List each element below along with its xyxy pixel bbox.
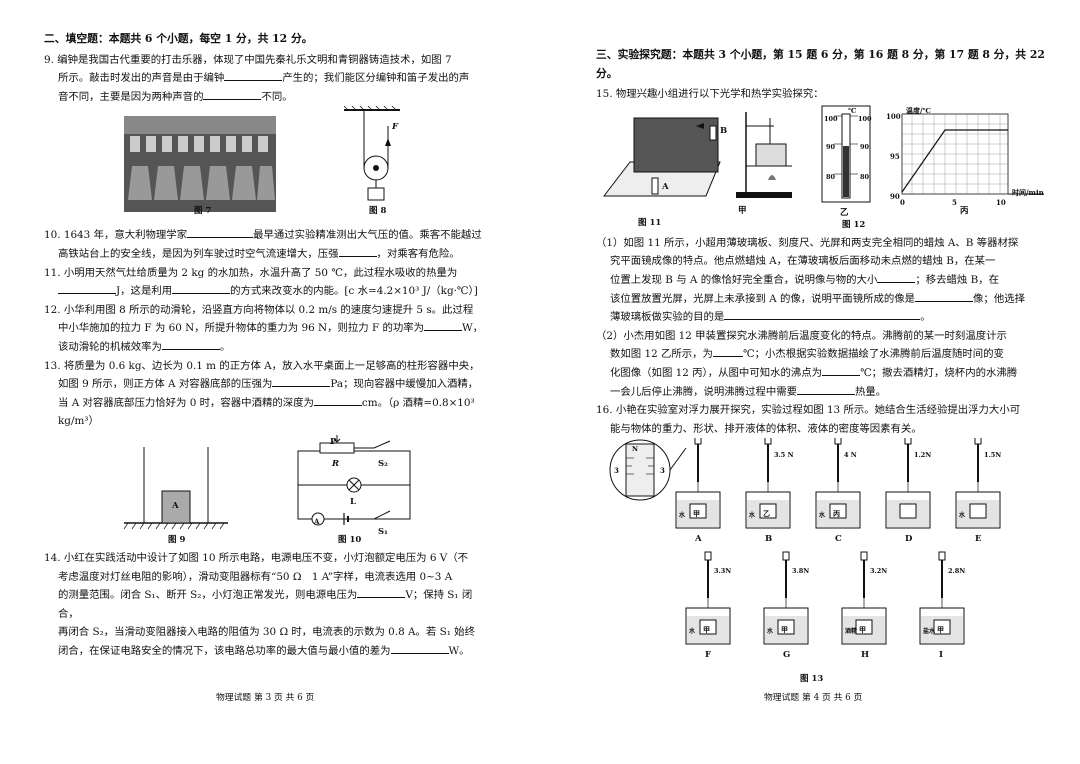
container-diagram [123, 446, 228, 530]
question-9: 9. 编钟是我国古代重要的打击乐器，体现了中国先秦礼乐文明和青铜器铸造技术，如图… [44, 53, 470, 103]
liquid-label: 酒精 [845, 628, 858, 636]
scale-reading: 2.8N [948, 567, 966, 576]
beaker-label: E [975, 534, 982, 545]
figures-11-12: A B ℃ 100 90 80 100 90 80 温度/℃ 100 95 90… [596, 104, 1048, 234]
boiling-apparatus [736, 111, 792, 198]
beaker-F [685, 551, 731, 645]
answer-blank[interactable] [822, 364, 861, 376]
answer-blank[interactable] [915, 290, 974, 302]
right-page: 三、实验探究题：本题共 3 个小题，第 15 题 6 分，第 16 题 8 分，… [596, 46, 1048, 688]
temperature-graph [901, 113, 1044, 195]
page-footer-left: 物理试题 第 3 页 共 6 页 [216, 693, 315, 703]
answer-blank[interactable] [712, 345, 743, 358]
page-footer-right: 物理试题 第 4 页 共 6 页 [764, 693, 863, 703]
answer-blank[interactable] [272, 375, 331, 388]
question-11: 11. 小明用天然气灶给质量为 2 kg 的水加热，水温升高了 50 ℃，此过程… [44, 266, 478, 298]
question-10: 10. 1643 年，意大利物理学家最早通过实验精准测出大气压的值。乘客不能越过… [44, 226, 492, 263]
buoyancy-experiment-drawing [609, 438, 1001, 645]
figures-9-10: A P R S₂ L A S₁ 图 9 图 10 [44, 431, 492, 549]
answer-blank[interactable] [313, 394, 362, 406]
liquid-label: 水 [749, 512, 756, 520]
answer-blank[interactable] [797, 383, 856, 395]
spring-scale-zoom [609, 439, 687, 501]
answer-blank[interactable] [338, 245, 377, 257]
question-15-part-2: （2）小杰用如图 12 甲装置探究水沸腾前后温度变化的特点。沸腾前的某一时刻温度… [596, 329, 1018, 398]
beaker-G [763, 551, 809, 645]
beaker-label: H [861, 650, 870, 661]
answer-blank[interactable] [187, 226, 254, 239]
scale-reading: 3.2N [870, 567, 888, 576]
beaker-label: I [939, 650, 943, 661]
section-heading-experiment: 三、实验探究题：本题共 3 个小题，第 15 题 6 分，第 16 题 8 分，… [596, 48, 1045, 80]
scale-reading: 3.8N [792, 567, 810, 576]
beaker-label: F [705, 650, 712, 661]
beaker-I [919, 551, 965, 645]
liquid-label: 水 [959, 512, 966, 520]
question-15-title: 15. 物理兴趣小组进行以下光学和热学实验探究： [596, 88, 824, 101]
scale-reading: 3.3N [714, 567, 732, 576]
scale-reading: 4 N [844, 451, 857, 460]
answer-blank[interactable] [203, 88, 262, 100]
left-page: 二、填空题：本题共 6 个小题，每空 1 分，共 12 分。 9. 编钟是我国古… [44, 30, 492, 660]
object-label: 甲 [781, 625, 788, 635]
liquid-label: 水 [689, 628, 696, 636]
answer-blank[interactable] [724, 308, 921, 321]
beaker-label: D [905, 534, 913, 545]
bianzhong-photo [124, 106, 400, 213]
liquid-label: 水 [819, 512, 826, 520]
section-heading-fill-in: 二、填空题：本题共 6 个小题，每空 1 分，共 12 分。 [44, 32, 313, 45]
beaker-D [885, 438, 931, 529]
scale-reading: 1.5N [984, 451, 1002, 460]
answer-blank[interactable] [172, 282, 231, 295]
thermometer-zoom [821, 105, 871, 203]
object-label: 甲 [703, 625, 710, 635]
beaker-E [955, 438, 1001, 529]
beaker-B [745, 438, 791, 529]
scale-reading: 1.2N [914, 451, 932, 460]
question-12: 12. 小华利用图 8 所示的动滑轮，沿竖直方向将物体以 0.2 m/s 的速度… [44, 303, 484, 353]
figures-7-8: F 图 7 图 8 [44, 106, 492, 234]
object-label: 乙 [763, 509, 770, 519]
question-14: 14. 小红在实践活动中设计了如图 10 所示电路，电源电压不变，小灯泡额定电压… [44, 551, 475, 657]
beaker-label: G [783, 650, 791, 661]
object-label: 甲 [937, 625, 944, 635]
answer-blank[interactable] [390, 642, 449, 654]
liquid-label: 水 [679, 512, 686, 520]
liquid-label: 盐水 [923, 628, 936, 636]
answer-blank[interactable] [224, 69, 283, 82]
answer-blank[interactable] [161, 338, 220, 350]
object-label: 甲 [693, 509, 700, 519]
answer-blank[interactable] [58, 282, 116, 295]
question-13: 13. 将质量为 0.6 kg、边长为 0.1 m 的正方体 A，放入水平桌面上… [44, 359, 480, 428]
beaker-C [815, 438, 861, 529]
scale-reading: 3.5 N [774, 451, 794, 460]
question-16: 16. 小艳在实验室对浮力展开探究，实验过程如图 13 所示。她结合生活经验提出… [596, 404, 1021, 435]
mirror-setup [602, 117, 721, 197]
figure-9-10-drawings [123, 434, 411, 530]
object-label: 丙 [833, 509, 840, 519]
optics-thermal-drawings [602, 105, 1044, 203]
beaker-H [841, 551, 887, 645]
answer-blank[interactable] [424, 319, 463, 332]
answer-blank[interactable] [877, 271, 916, 283]
pulley-diagram [343, 106, 400, 201]
circuit-diagram [297, 434, 411, 526]
question-15-part-1: （1）如图 11 所示，小超用薄玻璃板、刻度尺、光屏和两支完全相同的蜡烛 A、B… [596, 236, 1025, 324]
beaker-A [675, 438, 721, 529]
answer-blank[interactable] [357, 586, 406, 599]
beaker-label: C [835, 534, 842, 545]
object-label: 甲 [859, 625, 866, 635]
beaker-label: B [765, 534, 773, 545]
liquid-label: 水 [767, 628, 774, 636]
beaker-label: A [695, 534, 702, 545]
